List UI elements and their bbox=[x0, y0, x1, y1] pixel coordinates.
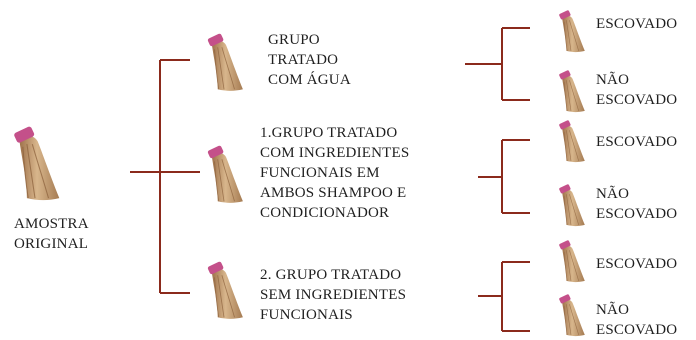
group-label-functional: 1.GRUPO TRATADO COM INGREDIENTES FUNCION… bbox=[260, 125, 410, 221]
group-label-nonfunctional: 2. GRUPO TRATADO SEM INGREDIENTES FUNCIO… bbox=[260, 267, 407, 323]
original-sample-label: AMOSTRA ORIGINAL bbox=[14, 216, 89, 252]
hair-swatch-icon bbox=[203, 140, 245, 208]
hair-swatch-icon bbox=[8, 118, 62, 208]
outcome-brushed: ESCOVADO bbox=[596, 256, 678, 272]
hair-swatch-icon bbox=[554, 238, 588, 284]
group-label-water: GRUPO TRATADO COM ÁGUA bbox=[268, 32, 351, 88]
outcome-not-brushed: NÃO ESCOVADO bbox=[596, 72, 678, 108]
outcome-brushed: ESCOVADO bbox=[596, 134, 678, 150]
hair-swatch-icon bbox=[554, 8, 588, 54]
hair-swatch-icon bbox=[554, 68, 588, 114]
hair-swatch-icon bbox=[203, 28, 245, 96]
hair-swatch-icon bbox=[554, 182, 588, 228]
outcome-not-brushed: NÃO ESCOVADO bbox=[596, 302, 678, 338]
hair-swatch-icon bbox=[554, 292, 588, 338]
hair-swatch-icon bbox=[554, 118, 588, 164]
outcome-brushed: ESCOVADO bbox=[596, 16, 678, 32]
hair-swatch-icon bbox=[203, 256, 245, 324]
outcome-not-brushed: NÃO ESCOVADO bbox=[596, 186, 678, 222]
